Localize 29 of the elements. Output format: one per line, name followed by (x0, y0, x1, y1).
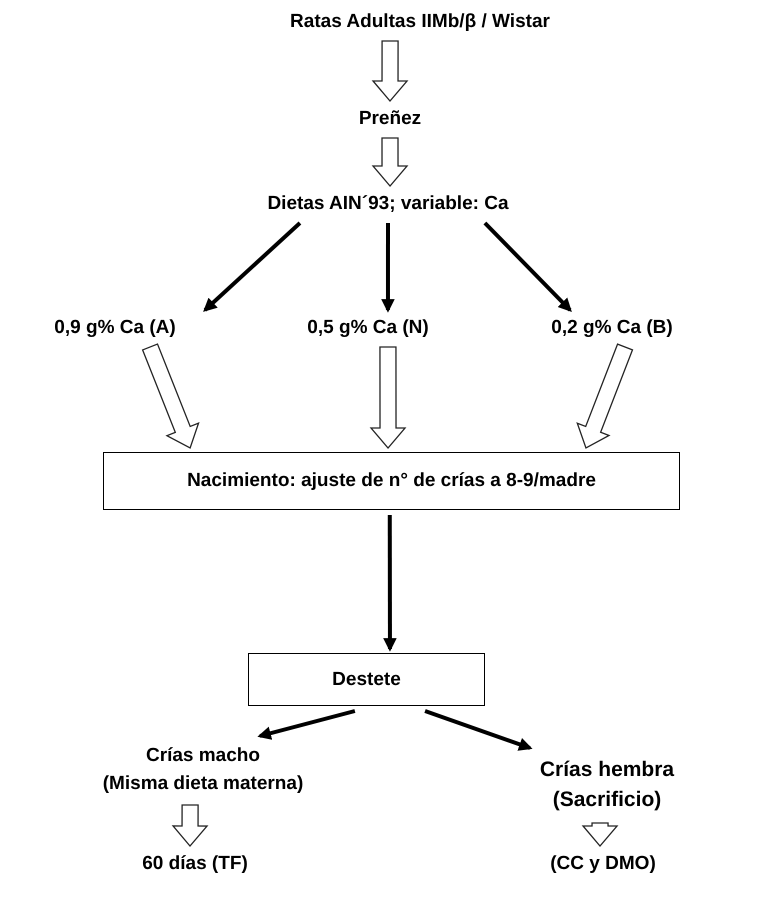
step-label: Dietas AIN´93; variable: Ca (267, 192, 509, 216)
hollow-arrow (582, 822, 618, 847)
hollow-arrow (576, 343, 634, 449)
hollow-arrow (172, 804, 208, 847)
step-label: Ratas Adultas IIMb/β / Wistar (290, 10, 550, 34)
arrow (257, 709, 356, 740)
step-label: Destete (332, 668, 401, 692)
step-label: 0,5 g% Ca (N) (307, 316, 429, 340)
step-label: Crías macho (146, 744, 260, 768)
step-note: (Misma dieta materna) (102, 772, 304, 796)
arrow (381, 223, 395, 313)
process-box (248, 653, 485, 706)
step-label: 0,9 g% Ca (A) (54, 316, 176, 340)
process-box (103, 452, 680, 510)
hollow-arrow (372, 40, 408, 102)
hollow-arrow (372, 137, 408, 187)
hollow-arrow (370, 346, 406, 449)
step-label: 0,2 g% Ca (B) (551, 316, 673, 340)
arrow (424, 709, 533, 751)
step-label: 60 días (TF) (142, 852, 248, 876)
arrow (483, 222, 572, 312)
step-label: Crías hembra (540, 756, 674, 783)
hollow-arrow (142, 343, 200, 449)
step-label: (CC y DMO) (550, 852, 656, 876)
step-label: Preñez (358, 107, 422, 132)
step-note: (Sacrificio) (552, 787, 662, 813)
step-label: Nacimiento: ajuste de n° de crías a 8-9/madre (187, 469, 596, 494)
arrow (383, 515, 397, 652)
arrow (203, 222, 302, 312)
